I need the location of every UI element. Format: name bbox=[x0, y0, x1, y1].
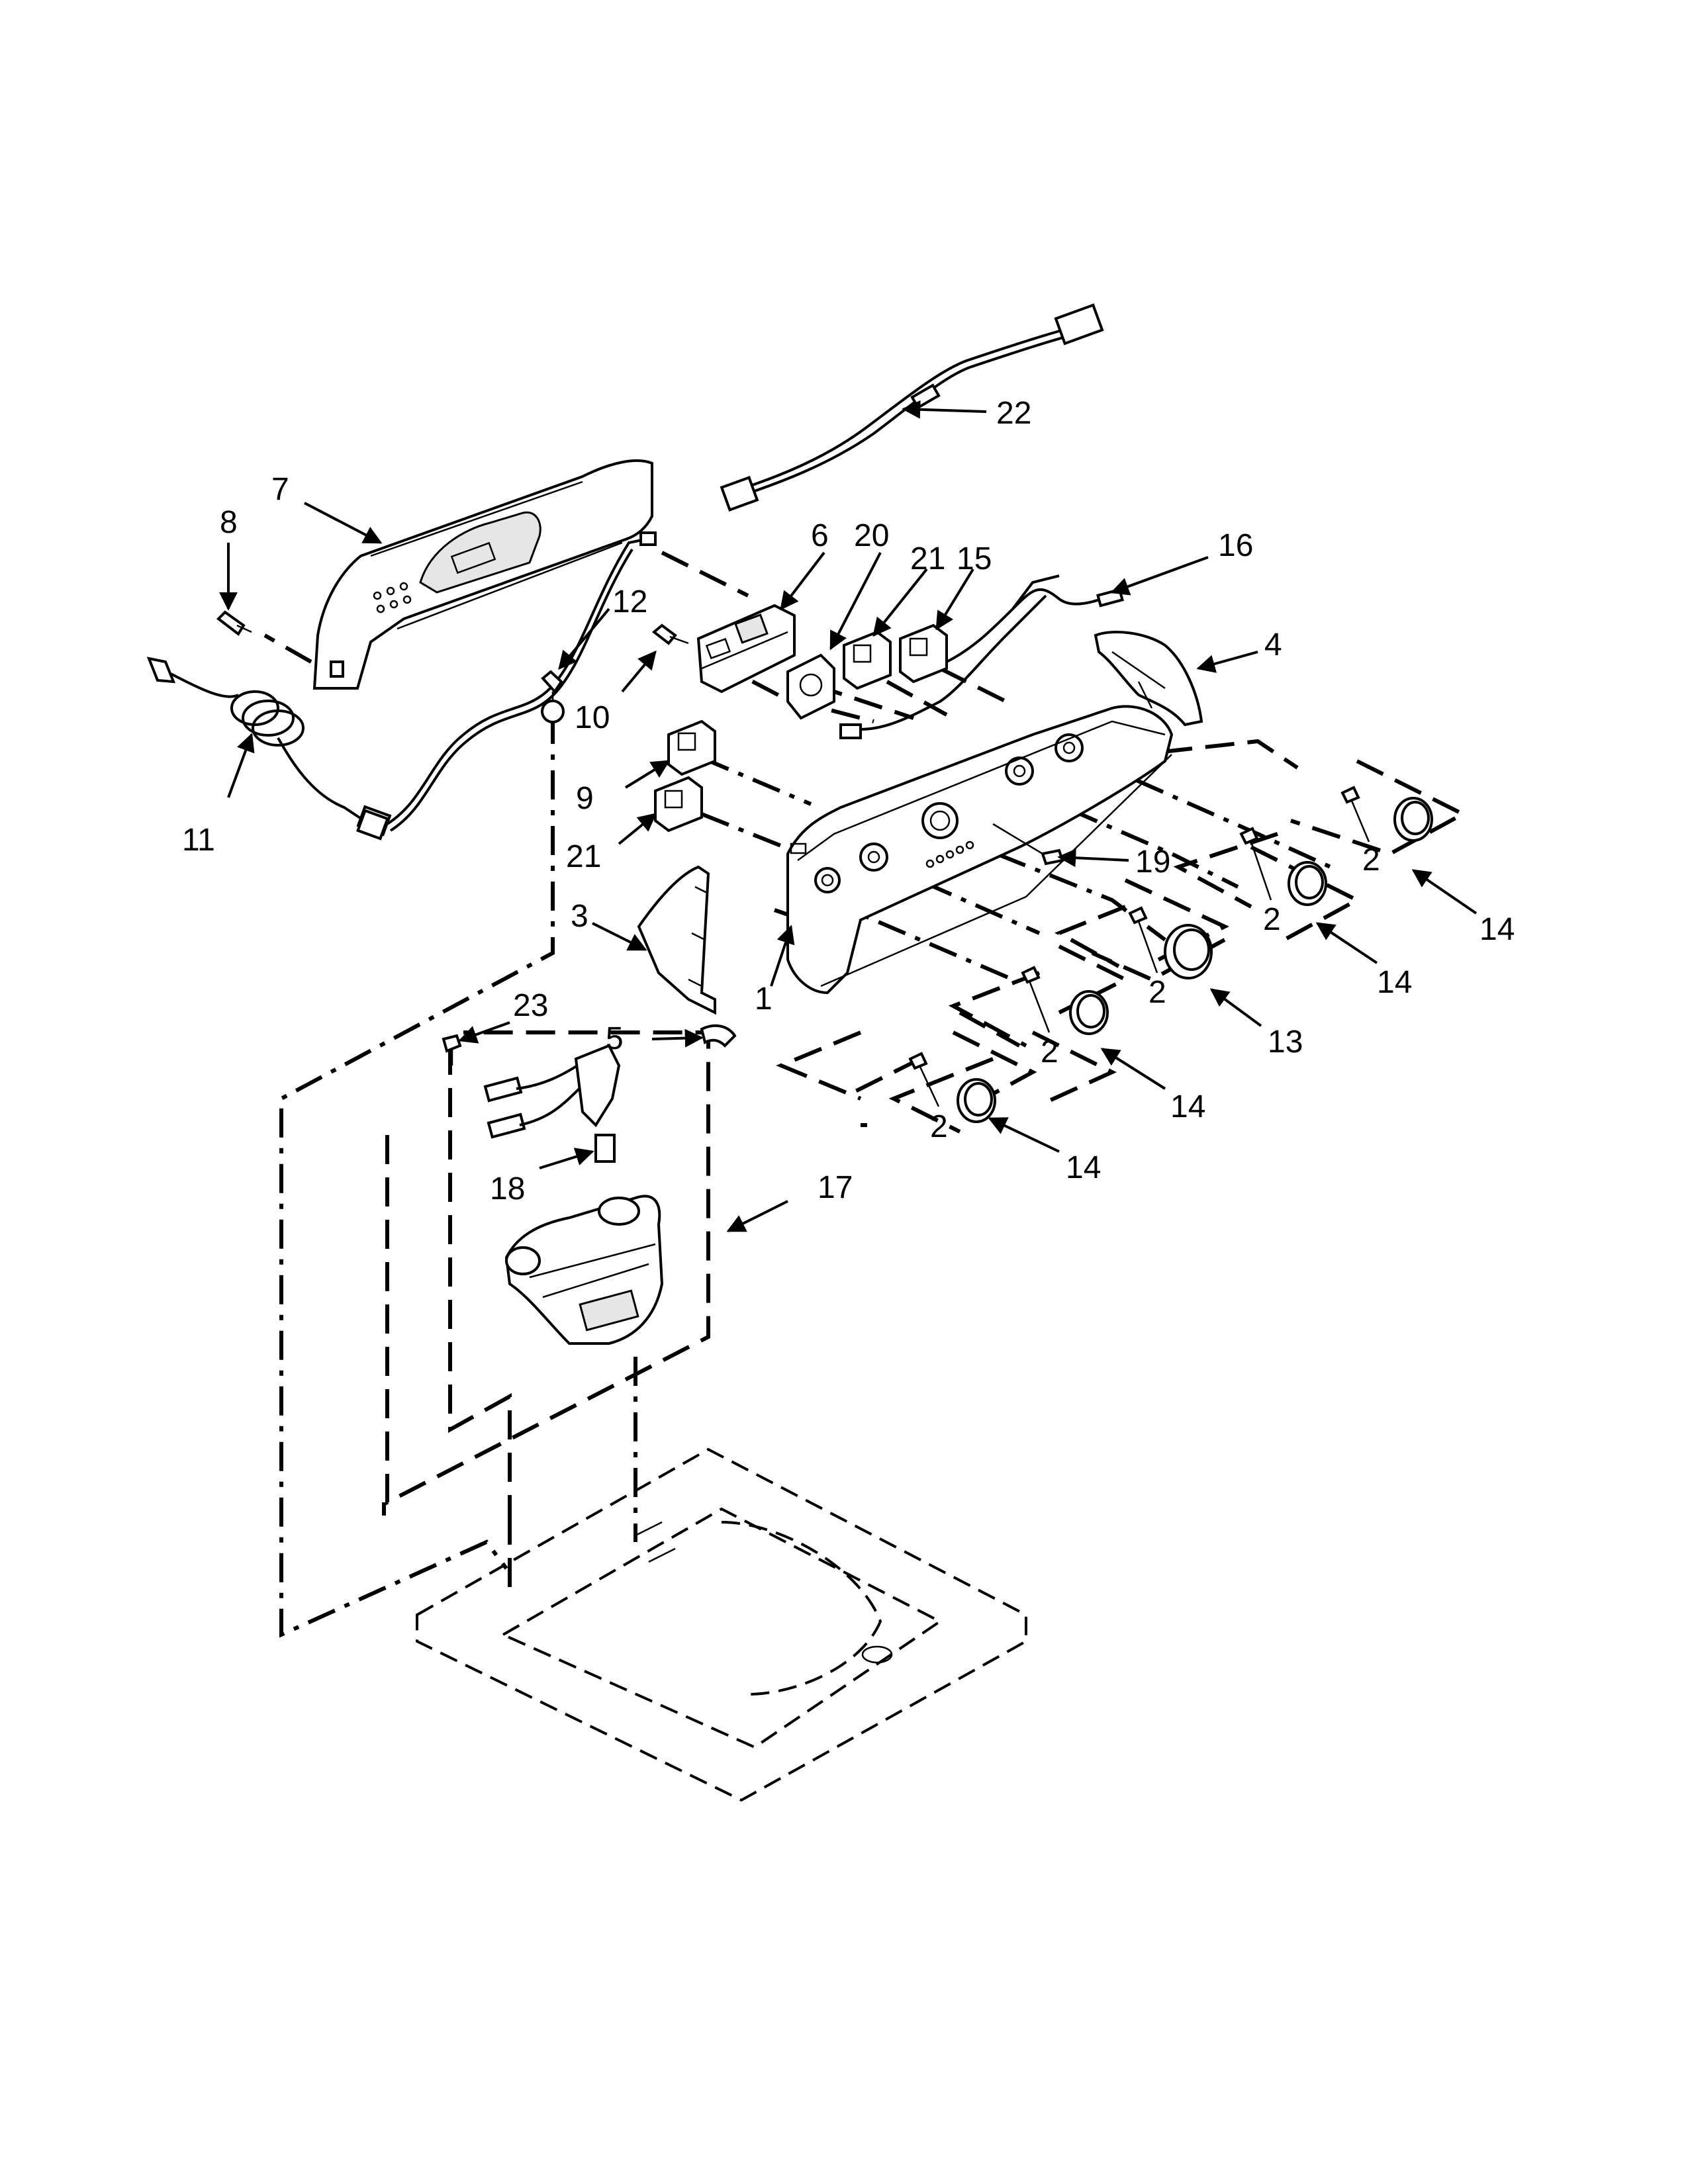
part-17-water-valve bbox=[504, 1195, 664, 1345]
callout-2d: 2 bbox=[1041, 1034, 1058, 1069]
part-14-knob-a bbox=[1393, 797, 1433, 842]
part-5-clip bbox=[700, 1024, 737, 1048]
part-21-switch-upper bbox=[843, 630, 892, 690]
part-8-screw bbox=[216, 610, 252, 636]
callout-20: 20 bbox=[854, 518, 889, 553]
part-10-screw bbox=[651, 623, 689, 645]
part-3-end-cap-left bbox=[637, 865, 716, 1015]
part-14-knob-d bbox=[957, 1078, 996, 1123]
knob-assemblies bbox=[908, 786, 1433, 1123]
part-15-switch bbox=[899, 623, 948, 684]
callout-11: 11 bbox=[182, 823, 215, 858]
callout-2b: 2 bbox=[1263, 902, 1281, 937]
callout-16: 16 bbox=[1218, 528, 1253, 563]
part-13-knob-large bbox=[1164, 924, 1213, 979]
leader-lines bbox=[219, 400, 1477, 1232]
assembly-guide-lines bbox=[263, 551, 1468, 1638]
callout-22: 22 bbox=[996, 396, 1031, 431]
part-2-adapter-e bbox=[908, 1052, 928, 1070]
callout-21b: 21 bbox=[566, 839, 601, 874]
part-6-control-board bbox=[696, 604, 796, 694]
part-2-adapter-b bbox=[1239, 827, 1259, 845]
callout-19: 19 bbox=[1135, 844, 1170, 880]
callout-3: 3 bbox=[571, 899, 588, 934]
part-4-end-cap-right bbox=[1094, 631, 1203, 727]
part-14-knob-b bbox=[1288, 861, 1327, 906]
callout-9: 9 bbox=[576, 781, 594, 816]
part-20-switch bbox=[786, 653, 835, 720]
part-12-ground-screw bbox=[541, 670, 565, 723]
callout-14d: 14 bbox=[1066, 1150, 1101, 1185]
cabinet-base bbox=[416, 1447, 1027, 1802]
part-16-wire-harness bbox=[839, 574, 1124, 739]
part-22-wire-harness bbox=[720, 303, 1104, 512]
callout-4: 4 bbox=[1264, 627, 1282, 662]
callout-10: 10 bbox=[575, 700, 610, 735]
callout-14a: 14 bbox=[1479, 912, 1515, 947]
part-9-switch bbox=[667, 719, 716, 776]
callout-14b: 14 bbox=[1377, 965, 1412, 1000]
callout-23: 23 bbox=[513, 988, 548, 1023]
callout-2c: 2 bbox=[1149, 975, 1166, 1010]
part-21-switch-lower bbox=[654, 776, 703, 833]
callout-7: 7 bbox=[271, 472, 289, 507]
callout-14c: 14 bbox=[1170, 1089, 1205, 1124]
part-23-screw bbox=[442, 1034, 462, 1066]
part-11-power-cord bbox=[146, 531, 657, 841]
part-7-rear-console-panel bbox=[312, 459, 653, 690]
part-2-adapter-c bbox=[1128, 906, 1148, 925]
callout-2e: 2 bbox=[930, 1109, 948, 1144]
callout-8: 8 bbox=[220, 505, 238, 540]
part-1-console bbox=[786, 705, 1174, 995]
part-18-harness bbox=[483, 1044, 621, 1163]
part-2-adapter-d bbox=[1021, 966, 1041, 984]
callout-numbers: 22 7 8 6 20 21 15 16 12 4 10 11 9 21 19 … bbox=[182, 396, 1515, 1206]
part-14-knob-c bbox=[1069, 990, 1109, 1035]
callout-17: 17 bbox=[818, 1170, 853, 1205]
callout-5: 5 bbox=[606, 1021, 624, 1056]
callout-1: 1 bbox=[755, 981, 773, 1017]
callout-6: 6 bbox=[811, 518, 829, 553]
part-2-adapter-a bbox=[1340, 786, 1360, 804]
callout-12: 12 bbox=[612, 584, 647, 619]
callout-21: 21 bbox=[910, 541, 945, 576]
callout-2a: 2 bbox=[1362, 842, 1380, 878]
callout-15: 15 bbox=[957, 541, 992, 576]
callout-13: 13 bbox=[1268, 1024, 1303, 1060]
callout-18: 18 bbox=[490, 1171, 525, 1206]
